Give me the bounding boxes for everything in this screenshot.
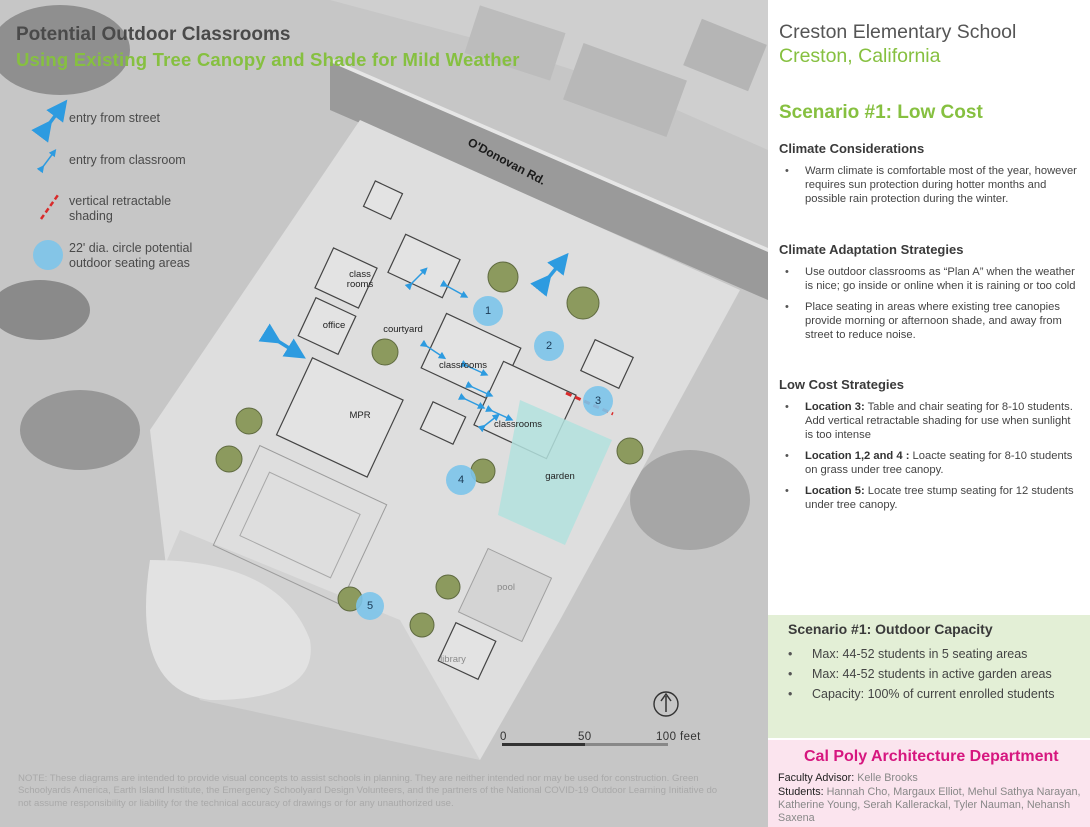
map-title: Potential Outdoor Classrooms bbox=[16, 24, 291, 45]
department-box: Cal Poly Architecture Department Faculty… bbox=[768, 740, 1090, 827]
lowcost-text: Loacte seating for 8-10 students on gras… bbox=[805, 450, 1073, 476]
students-names: Hannah Cho, Margaux Elliot, Mehul Sathya… bbox=[778, 786, 1081, 824]
scenario-title: Scenario #1: Low Cost bbox=[779, 102, 983, 123]
department-title: Cal Poly Architecture Department bbox=[804, 748, 1059, 765]
scale-label-mid: 50 bbox=[578, 731, 592, 743]
legend-seating: 22' dia. circle potential outdoor seatin… bbox=[69, 241, 193, 270]
label-courtyard: courtyard bbox=[383, 324, 423, 335]
adaptation-list: Use outdoor classrooms as “Plan A” when … bbox=[779, 265, 1079, 349]
lowcost-text: Table and chair seating for 8-10 student… bbox=[805, 401, 1073, 441]
seating-area-2: 2 bbox=[545, 340, 553, 352]
map-subtitle: Using Existing Tree Canopy and Shade for… bbox=[16, 49, 520, 70]
seating-area-3: 3 bbox=[594, 395, 602, 407]
label-pool: pool bbox=[497, 582, 515, 593]
school-location: Creston, California bbox=[779, 45, 941, 67]
seating-area-1: 1 bbox=[484, 305, 492, 317]
advisor-name: Kelle Brooks bbox=[857, 772, 918, 784]
adaptation-item: Use outdoor classrooms as “Plan A” when … bbox=[779, 265, 1079, 293]
label-mpr: MPR bbox=[349, 410, 371, 421]
capacity-item: Max: 44-52 students in active garden are… bbox=[788, 666, 1088, 682]
capacity-item: Max: 44-52 students in 5 seating areas bbox=[788, 646, 1088, 662]
capacity-list: Max: 44-52 students in 5 seating areas M… bbox=[788, 646, 1088, 706]
advisor-label: Faculty Advisor: bbox=[778, 772, 855, 784]
faculty-advisor: Faculty Advisor: Kelle Brooks bbox=[778, 772, 1090, 785]
site-map: Potential Outdoor Classrooms Using Exist… bbox=[0, 0, 768, 827]
students-list: Students: Hannah Cho, Margaux Elliot, Me… bbox=[778, 786, 1090, 825]
label-classrooms-low: classrooms bbox=[493, 419, 543, 430]
capacity-box: Scenario #1: Outdoor Capacity Max: 44-52… bbox=[768, 615, 1090, 738]
aerial-map-graphic bbox=[0, 5, 768, 760]
lowcost-list: Location 3: Table and chair seating for … bbox=[779, 400, 1079, 519]
label-garden: garden bbox=[545, 471, 575, 482]
capacity-title: Scenario #1: Outdoor Capacity bbox=[788, 621, 993, 637]
seating-area-4: 4 bbox=[457, 474, 465, 486]
lowcost-text: Locate tree stump seating for 12 student… bbox=[805, 485, 1074, 511]
label-library: library bbox=[440, 654, 466, 665]
label-classrooms-mid: classrooms bbox=[438, 360, 488, 371]
scale-label-end: 100 feet bbox=[656, 731, 701, 743]
lowcost-heading: Low Cost Strategies bbox=[779, 377, 904, 392]
info-panel: Creston Elementary School Creston, Calif… bbox=[768, 0, 1090, 827]
lowcost-lead: Location 1,2 and 4 : bbox=[805, 450, 910, 462]
label-office: office bbox=[322, 320, 346, 331]
students-label: Students: bbox=[778, 786, 824, 798]
adaptation-heading: Climate Adaptation Strategies bbox=[779, 242, 964, 257]
scale-label-zero: 0 bbox=[500, 731, 507, 743]
lowcost-lead: Location 3: bbox=[805, 401, 865, 413]
disclaimer-note: NOTE: These diagrams are intended to pro… bbox=[18, 773, 718, 809]
lowcost-item: Location 5: Locate tree stump seating fo… bbox=[779, 484, 1079, 512]
legend-street-arrow bbox=[31, 99, 68, 143]
capacity-item: Capacity: 100% of current enrolled stude… bbox=[788, 686, 1088, 702]
seating-area-5: 5 bbox=[366, 600, 374, 612]
legend-entry-classroom: entry from classroom bbox=[69, 153, 186, 167]
lowcost-item: Location 3: Table and chair seating for … bbox=[779, 400, 1079, 442]
label-classrooms-top: class rooms bbox=[346, 269, 374, 290]
climate-list: Warm climate is comfortable most of the … bbox=[779, 164, 1079, 213]
lowcost-item: Location 1,2 and 4 : Loacte seating for … bbox=[779, 449, 1079, 477]
legend-shading: vertical retractable shading bbox=[69, 194, 172, 223]
lowcost-lead: Location 5: bbox=[805, 485, 865, 497]
climate-heading: Climate Considerations bbox=[779, 141, 925, 156]
adaptation-item: Place seating in areas where existing tr… bbox=[779, 300, 1079, 342]
climate-item: Warm climate is comfortable most of the … bbox=[779, 164, 1079, 206]
legend-entry-street: entry from street bbox=[69, 111, 160, 125]
school-name: Creston Elementary School bbox=[779, 21, 1017, 43]
